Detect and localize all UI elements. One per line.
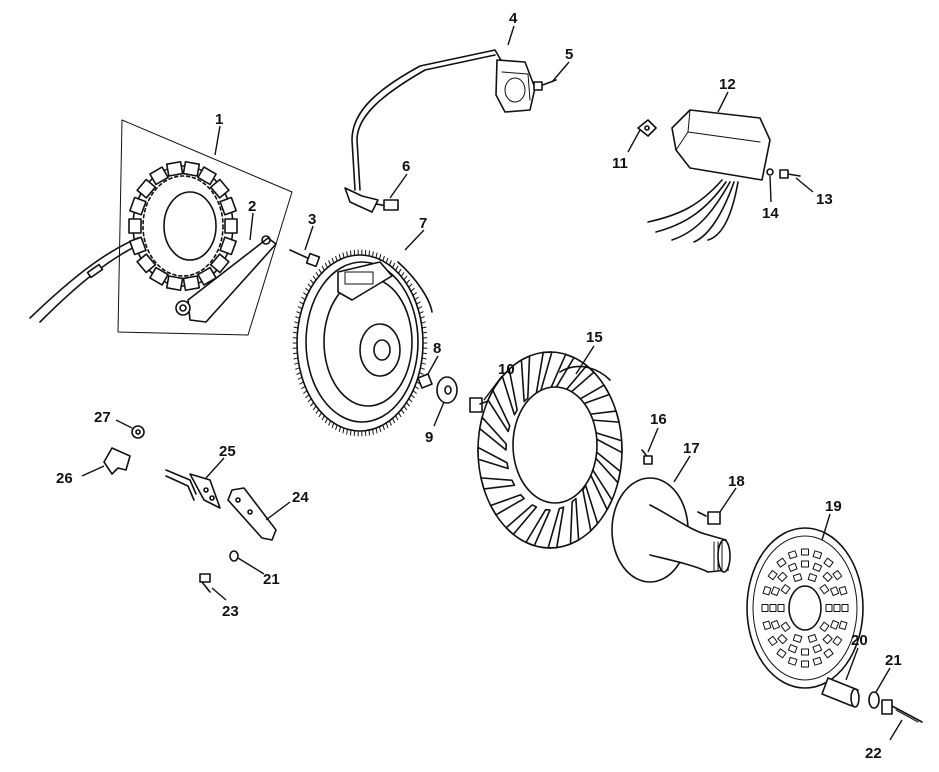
- callout-25: 25: [219, 443, 236, 460]
- callout-20: 20: [851, 632, 868, 649]
- callout-21-left: 21: [263, 571, 280, 588]
- callout-22: 22: [865, 745, 882, 762]
- callout-11: 11: [612, 155, 628, 172]
- washer-21-left: [229, 550, 239, 562]
- nut-27: [131, 425, 145, 439]
- callout-13: 13: [816, 191, 833, 208]
- washer-21-right: [868, 691, 880, 709]
- stator-bracket: [175, 235, 277, 323]
- leader-lines: [81, 25, 903, 741]
- screw-3: [289, 249, 321, 268]
- callout-1: 1: [215, 111, 223, 128]
- connector-25: [165, 469, 221, 509]
- callout-23: 23: [222, 603, 239, 620]
- washer-9: [436, 376, 458, 404]
- callout-10: 10: [498, 361, 515, 378]
- callout-18: 18: [728, 473, 745, 490]
- rectifier-regulator: [647, 109, 771, 243]
- clip-26: [103, 447, 131, 475]
- bolt-22: [881, 699, 923, 723]
- callout-26: 26: [56, 470, 73, 487]
- callout-4: 4: [509, 10, 518, 27]
- callout-8: 8: [433, 340, 441, 357]
- drive-hub: [611, 477, 731, 583]
- cooling-fan: [477, 351, 623, 549]
- screw-23: [199, 573, 211, 593]
- callout-labels: 1 2 3 4 5 6 7 8 9 10 11 12 13 14 15 16 1…: [56, 10, 902, 762]
- callout-24: 24: [292, 489, 309, 506]
- callout-21-right: 21: [885, 652, 902, 669]
- callout-12: 12: [719, 76, 736, 93]
- callout-16: 16: [650, 411, 667, 428]
- screw-13: [779, 169, 801, 179]
- callout-7: 7: [419, 215, 427, 232]
- callout-17: 17: [683, 440, 700, 457]
- bolt-18: [697, 511, 721, 525]
- nut-11: [637, 119, 657, 137]
- flywheel: [292, 249, 433, 437]
- spark-plug-lead: [344, 187, 399, 213]
- callout-19: 19: [825, 498, 842, 515]
- callout-3: 3: [308, 211, 316, 228]
- rotating-screen: [746, 527, 864, 689]
- callout-27: 27: [94, 409, 111, 426]
- callout-6: 6: [402, 158, 410, 175]
- callout-5: 5: [565, 46, 573, 63]
- spacer-20: [821, 677, 860, 708]
- ignition-module: [351, 49, 536, 191]
- bracket-24: [227, 487, 277, 541]
- flywheel-key: [417, 373, 433, 389]
- callout-15: 15: [586, 329, 603, 346]
- callout-9: 9: [425, 429, 433, 446]
- callout-2: 2: [248, 198, 256, 215]
- callout-14: 14: [762, 205, 779, 222]
- stator: [29, 119, 293, 336]
- washer-14: [766, 168, 774, 176]
- stud-16: [641, 449, 653, 465]
